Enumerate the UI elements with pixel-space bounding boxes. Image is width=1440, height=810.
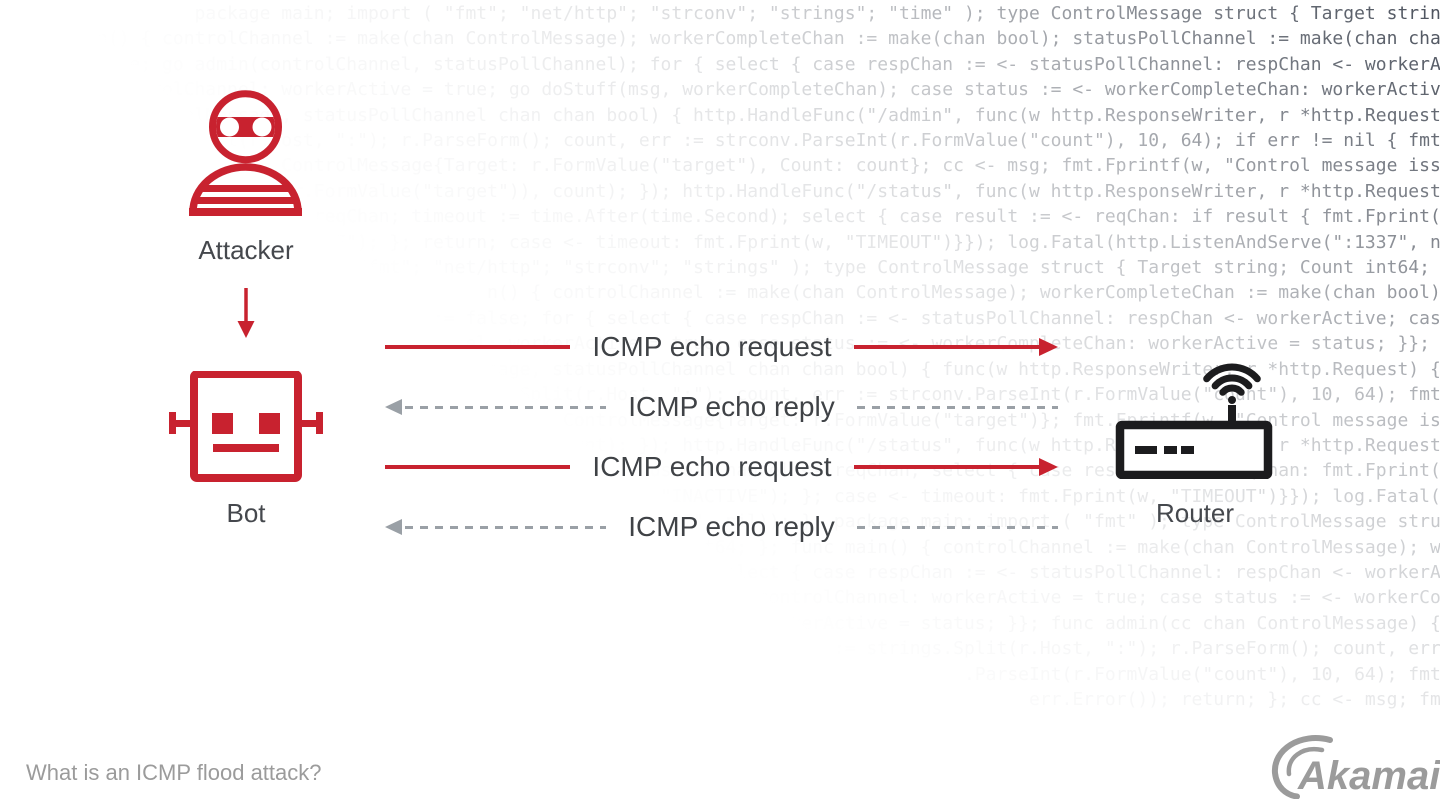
akamai-logo: Akamai	[1271, 735, 1440, 799]
burglar-stripes	[193, 185, 298, 204]
router-icon	[1115, 363, 1273, 479]
attacker-to-bot-arrow	[237, 288, 255, 338]
bot-eye-left	[212, 413, 233, 434]
burglar-mask-band	[216, 117, 275, 137]
request-line-right	[853, 345, 1040, 349]
arrowhead-right-icon	[1039, 338, 1059, 356]
request-line-left	[385, 345, 571, 349]
request-line-right	[853, 465, 1040, 469]
bot-head	[190, 371, 302, 482]
arrowhead-right-icon	[1039, 458, 1059, 476]
message-label: ICMP echo reply	[628, 511, 835, 542]
request-line-left	[385, 465, 571, 469]
attacker-label: Attacker	[198, 235, 294, 265]
burglar-head	[209, 90, 282, 164]
akamai-swoosh	[1271, 735, 1333, 799]
bot-mouth	[213, 444, 279, 452]
page-caption: What is an ICMP flood attack?	[26, 760, 322, 785]
bot-ear-right	[316, 412, 323, 434]
message-row-reply-1: ICMP echo reply	[385, 389, 1058, 425]
burglar-eye-right	[252, 117, 272, 137]
wifi-signal-icon	[1228, 396, 1236, 404]
message-label: ICMP echo request	[592, 451, 832, 482]
reply-line-right	[856, 525, 1058, 529]
router-label: Router	[1155, 498, 1235, 528]
bot-eye-right	[259, 413, 280, 434]
reply-line-right	[856, 405, 1058, 409]
reply-line-left	[405, 405, 607, 409]
bot-ear-left	[169, 412, 176, 434]
router-antenna	[1228, 405, 1236, 427]
bot-icon	[169, 371, 323, 482]
message-label: ICMP echo request	[592, 331, 832, 362]
message-row-request-2: ICMP echo request	[385, 449, 1059, 485]
message-row-reply-2: ICMP echo reply	[385, 509, 1058, 545]
arrowhead-left-icon	[385, 399, 402, 415]
arrowhead-left-icon	[385, 519, 402, 535]
burglar-body	[189, 163, 302, 213]
bot-label: Bot	[226, 498, 266, 528]
burglar-eye-left	[220, 117, 239, 137]
message-row-request-1: ICMP echo request	[385, 329, 1059, 365]
burglar-icon	[189, 90, 302, 216]
akamai-wordmark: Akamai	[1297, 754, 1440, 798]
reply-line-left	[405, 525, 607, 529]
message-label: ICMP echo reply	[628, 391, 835, 422]
